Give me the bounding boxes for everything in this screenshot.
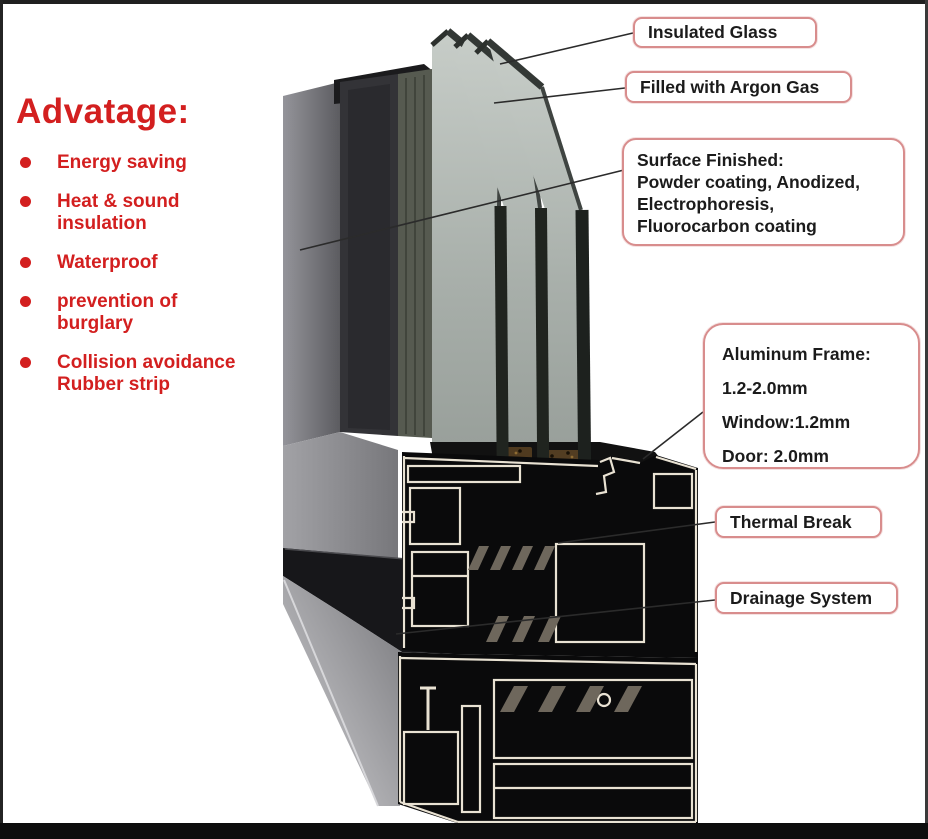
- advantage-label: prevention of burglary: [57, 291, 178, 334]
- sash-cross-section: [402, 452, 698, 658]
- callout-line: Window:1.2mm: [722, 412, 851, 432]
- glass-pane-front: [474, 38, 584, 486]
- leader-surface-finished: [299, 169, 625, 251]
- callout-line: Surface Finished:: [637, 150, 784, 170]
- callout-drainage-system: Drainage System: [715, 582, 898, 614]
- list-item: prevention of burglary: [20, 291, 252, 335]
- advantage-label: Energy saving: [57, 152, 187, 173]
- advantages-list: Energy saving Heat & sound insulation Wa…: [20, 152, 276, 396]
- callout-thermal-break: Thermal Break: [715, 506, 882, 538]
- callout-label: Drainage System: [730, 587, 873, 608]
- leader-thermal-break: [557, 521, 716, 544]
- leader-drainage-system: [395, 599, 716, 635]
- callout-label: Filled with Argon Gas: [640, 76, 820, 97]
- bottom-crop-bar: [0, 823, 928, 839]
- callout-line: Fluorocarbon coating: [637, 216, 817, 236]
- list-item: Heat & sound insulation: [20, 191, 252, 235]
- advantages-panel: Advatage: Energy saving Heat & sound ins…: [16, 92, 276, 396]
- list-item: Waterproof: [20, 252, 252, 274]
- bullet-icon: [20, 296, 31, 307]
- callout-argon-gas: Filled with Argon Gas: [625, 71, 852, 103]
- frame-column: [283, 64, 434, 446]
- bullet-icon: [20, 257, 31, 268]
- callout-line: 1.2-2.0mm: [722, 378, 808, 398]
- bullet-icon: [20, 357, 31, 368]
- callout-label: Thermal Break: [730, 511, 852, 532]
- list-item: Energy saving: [20, 152, 252, 174]
- leader-aluminum-frame: [642, 411, 704, 460]
- advantages-title: Advatage:: [16, 92, 190, 131]
- callout-surface-finished: Surface Finished: Powder coating, Anodiz…: [622, 138, 905, 246]
- bullet-icon: [20, 196, 31, 207]
- leader-argon-gas: [493, 87, 626, 104]
- glass-panes: [430, 28, 584, 486]
- callout-line: Aluminum Frame:: [722, 344, 871, 364]
- leader-lines: [299, 32, 716, 635]
- advantage-label: Heat & sound insulation: [57, 191, 180, 234]
- callout-label: Insulated Glass: [648, 22, 778, 42]
- callout-aluminum-frame: Aluminum Frame: 1.2-2.0mm Window:1.2mm D…: [703, 323, 920, 469]
- callout-insulated-glass: Insulated Glass: [633, 17, 817, 48]
- glass-edge-strips: [494, 205, 592, 503]
- advantage-label: Waterproof: [57, 252, 158, 273]
- callout-line: Door: 2.0mm: [722, 446, 829, 466]
- list-item: Collision avoidance Rubber strip: [20, 352, 252, 396]
- thermal-break-struts-lower: [500, 686, 642, 712]
- advantage-label: Collision avoidance Rubber strip: [57, 352, 236, 395]
- callout-line: Electrophoresis,: [637, 194, 775, 214]
- leader-insulated-glass: [499, 32, 634, 65]
- callout-line: Powder coating, Anodized,: [637, 172, 860, 192]
- bottom-rail-cross-section: [398, 652, 698, 824]
- bullet-icon: [20, 157, 31, 168]
